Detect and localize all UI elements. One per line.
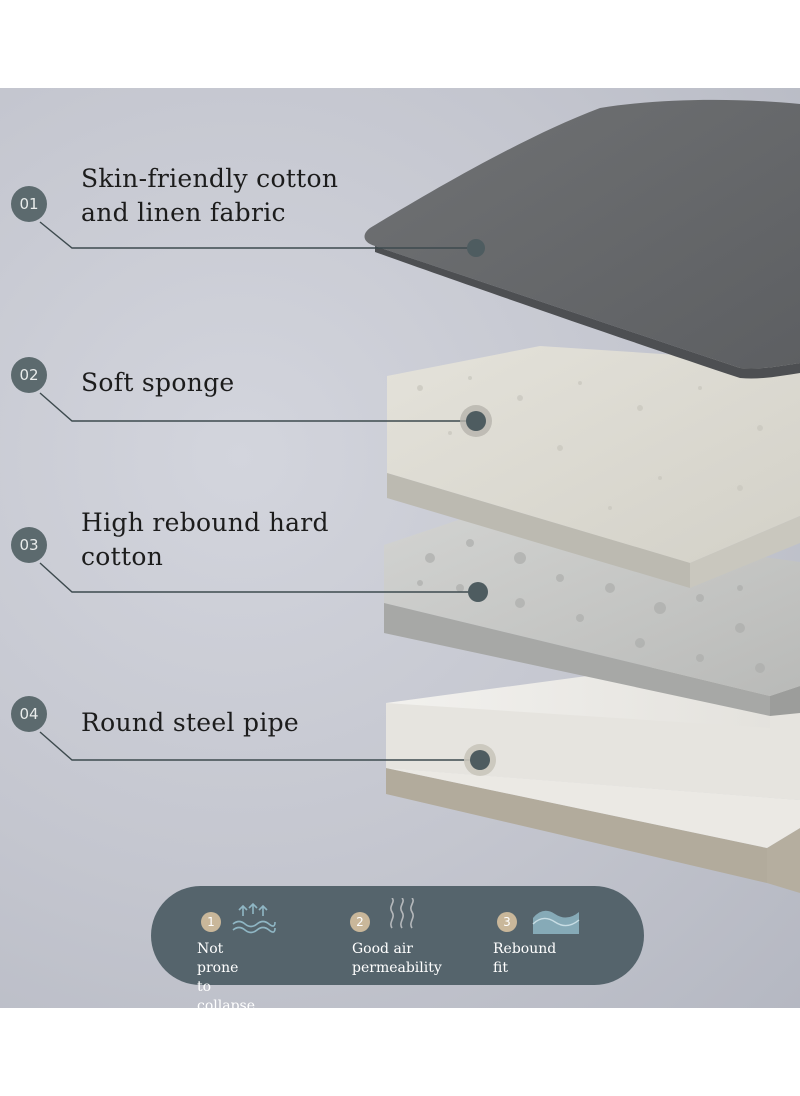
soft-sponge-layer bbox=[387, 346, 800, 588]
marker-dot-04 bbox=[470, 750, 490, 770]
layer-marker-dots bbox=[460, 239, 496, 776]
leader-line-04 bbox=[39, 731, 480, 761]
marker-dot-02 bbox=[466, 411, 486, 431]
leader-line-02 bbox=[39, 392, 476, 422]
feature-label: Good air permeability bbox=[352, 941, 442, 976]
feature-bar: 1 Not prone to collapse 2 Good air perme… bbox=[151, 886, 644, 1014]
layer-label-steel-pipe: Round steel pipe bbox=[81, 708, 300, 737]
feature-number: 1 bbox=[201, 912, 221, 932]
leader-line-01 bbox=[39, 221, 476, 249]
layer-badge-02: 02 bbox=[11, 357, 47, 393]
marker-dot-01 bbox=[467, 239, 485, 257]
rebound-wave-icon bbox=[532, 910, 580, 934]
feature-label: Rebound fit bbox=[493, 941, 557, 976]
fabric-layer bbox=[364, 99, 800, 379]
feature-number: 2 bbox=[350, 912, 370, 932]
waves-up-arrows-icon bbox=[232, 902, 276, 934]
layer-label-sponge: Soft sponge bbox=[81, 368, 235, 397]
leader-lines bbox=[39, 221, 480, 761]
leader-line-03 bbox=[39, 562, 478, 593]
layer-label-fabric: Skin-friendly cotton and linen fabric bbox=[81, 164, 339, 227]
feature-number: 3 bbox=[497, 912, 517, 932]
marker-dot-03 bbox=[468, 582, 488, 602]
layer-badge-04: 04 bbox=[11, 696, 47, 732]
steam-icon bbox=[390, 898, 414, 929]
layer-stack-illustration bbox=[39, 99, 800, 893]
layer-badge-03: 03 bbox=[11, 527, 47, 563]
layer-badge-01: 01 bbox=[11, 186, 47, 222]
product-infographic bbox=[0, 88, 800, 1008]
feature-label: Not prone to collapse bbox=[197, 941, 256, 1014]
layer-label-hard-cotton: High rebound hard cotton bbox=[81, 508, 329, 571]
